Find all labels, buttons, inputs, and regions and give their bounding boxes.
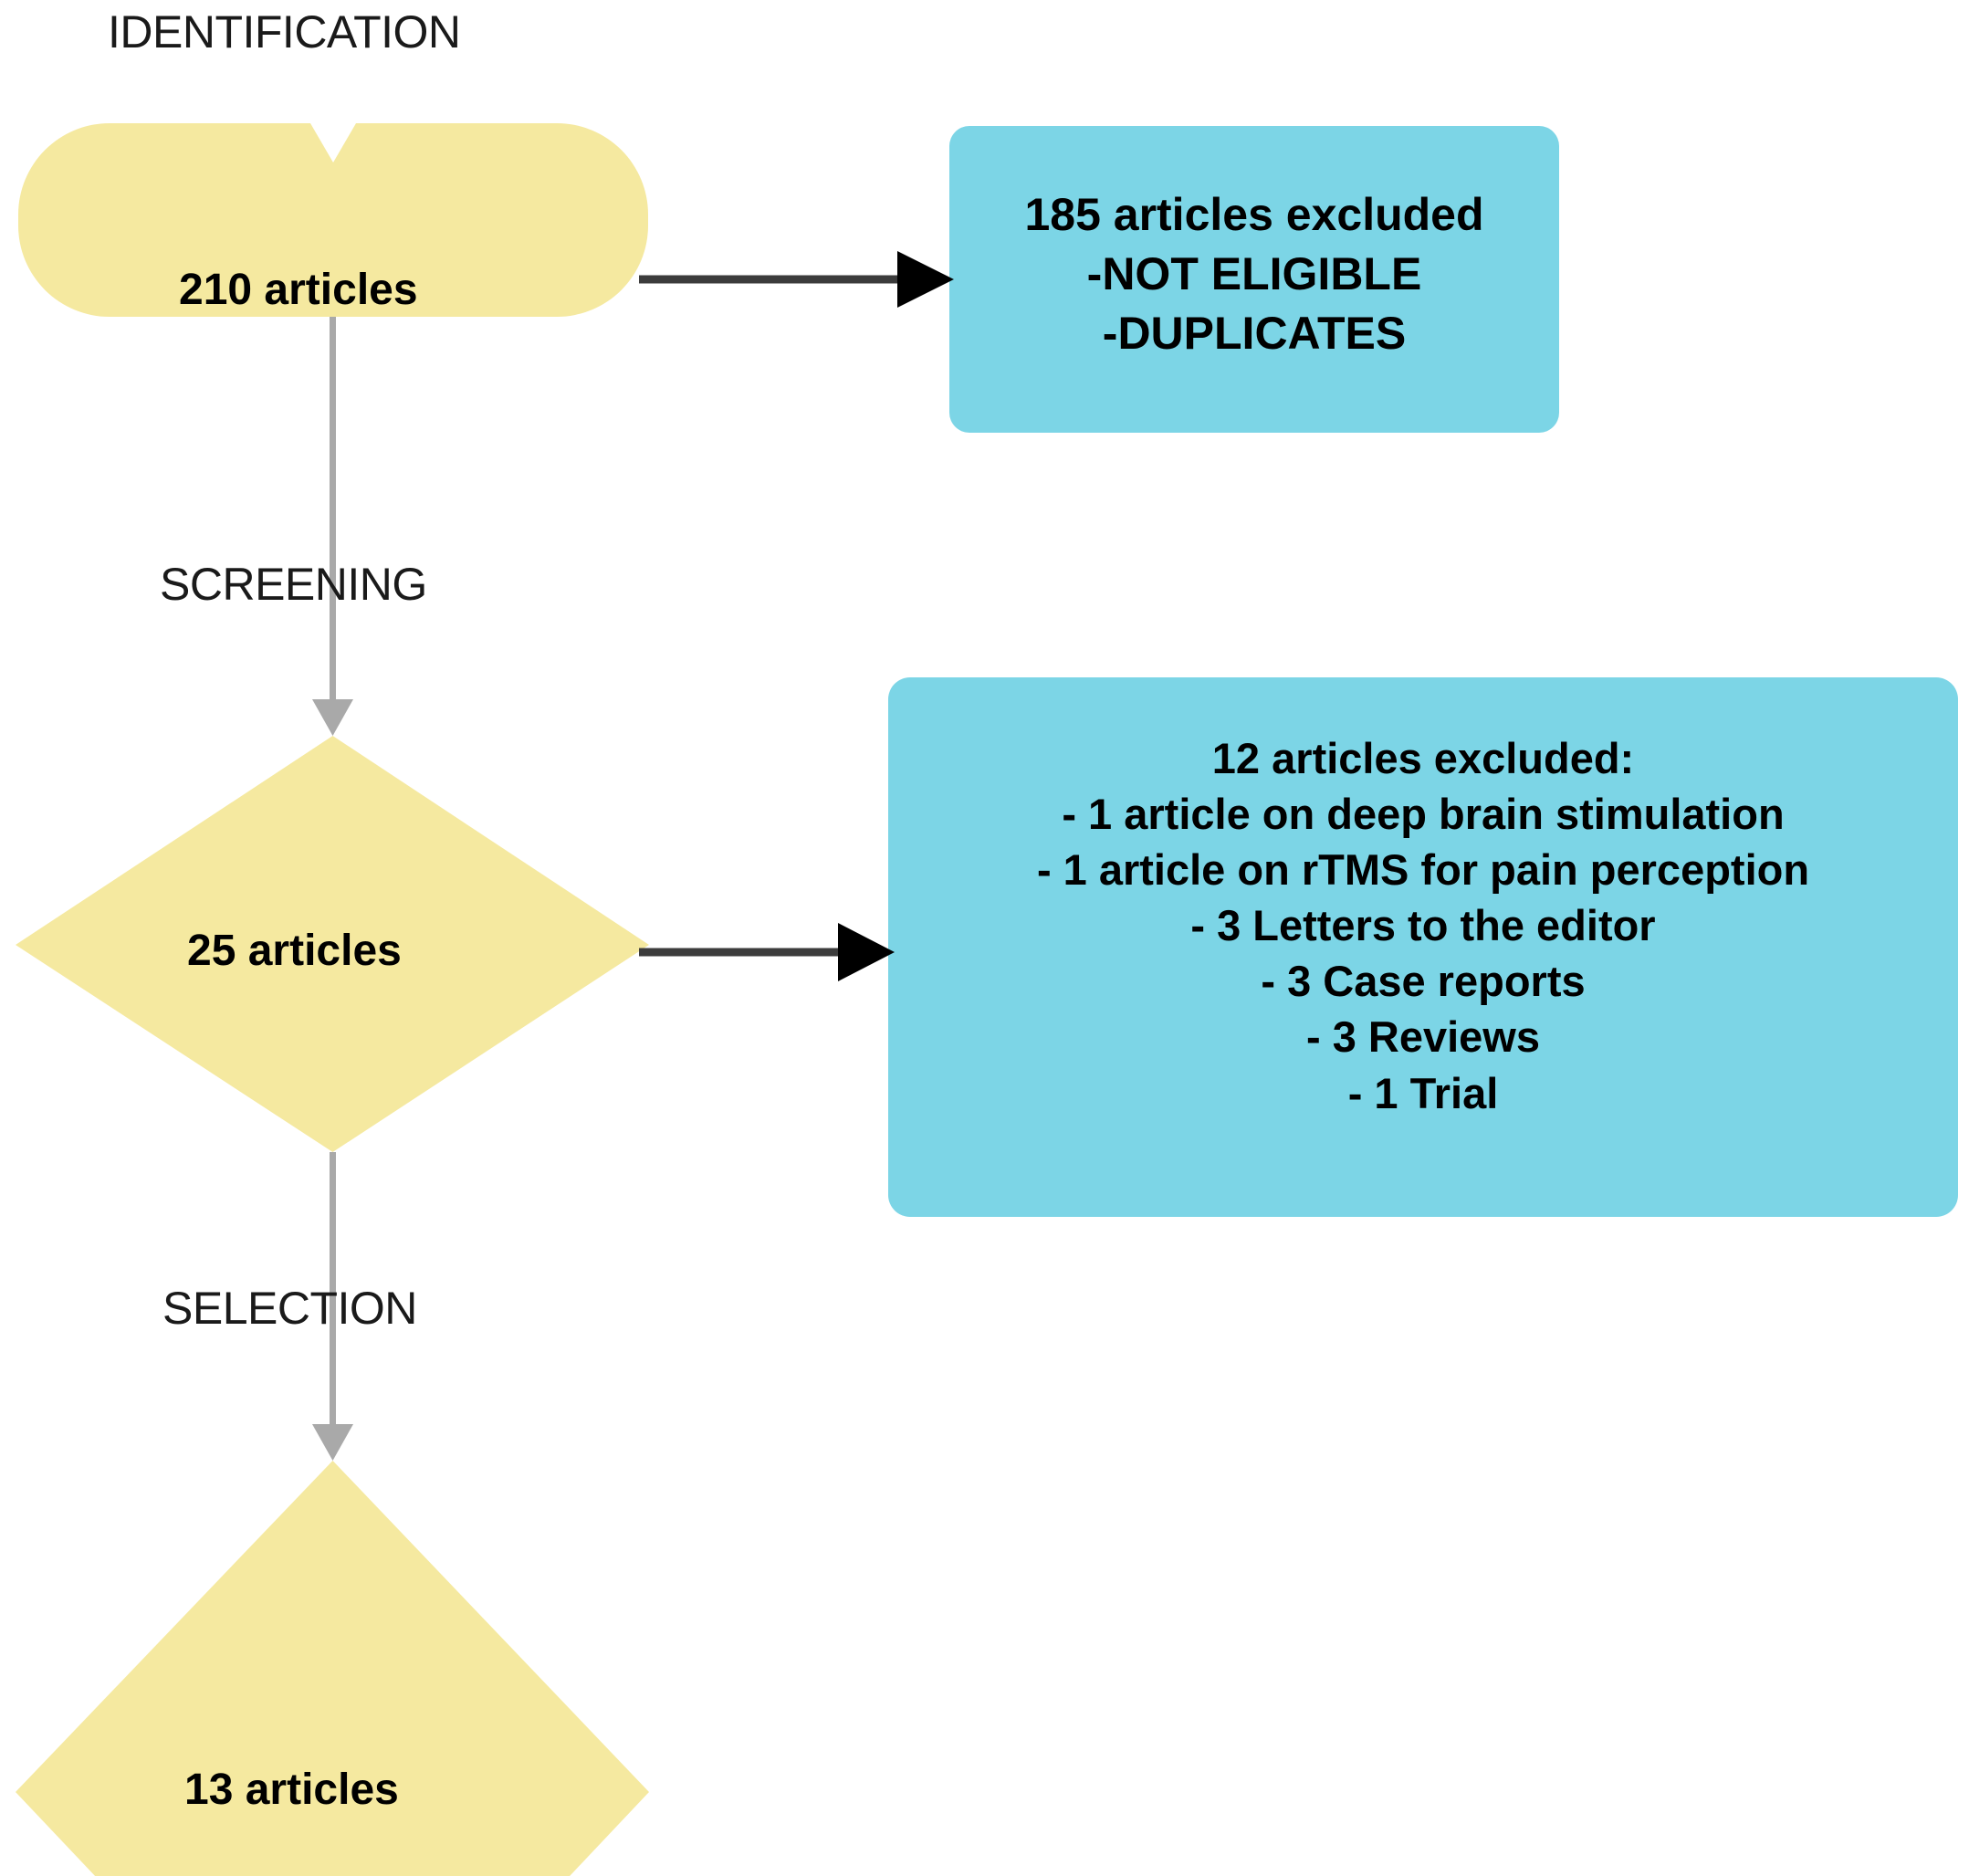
callout-excluded-screening-shape xyxy=(888,677,1958,1217)
connector-identified-to-screened-arrowhead-icon xyxy=(312,699,353,736)
node-identified-label: 210 articles xyxy=(179,266,418,314)
node-selected-shape xyxy=(16,1461,649,1876)
callout-excluded-identification-text: 185 articles excluded -NOT ELIGIBLE -DUP… xyxy=(949,185,1559,363)
callout-line: -DUPLICATES xyxy=(1102,308,1407,359)
node-identified-shape xyxy=(18,123,648,317)
node-screened-shape xyxy=(16,736,649,1152)
callout-line: - 3 Case reports xyxy=(1261,957,1586,1006)
callout-line: - 1 article on deep brain stimulation xyxy=(1062,790,1785,839)
connector-screened-to-selected-arrowhead-icon xyxy=(312,1424,353,1461)
callout-line: - 3 Letters to the editor xyxy=(1190,901,1656,950)
callout-line: - 1 article on rTMS for pain perception xyxy=(1036,845,1810,895)
callout-line: -NOT ELIGIBLE xyxy=(1086,248,1422,299)
node-screened-label: 25 articles xyxy=(187,927,402,975)
node-identified-notch-icon xyxy=(310,123,356,162)
stage-label-screening: SCREENING xyxy=(160,559,427,610)
callout-line: 185 articles excluded xyxy=(1024,189,1484,240)
stage-label-selection: SELECTION xyxy=(162,1283,417,1334)
connector-identified-to-excluded-arrowhead-icon xyxy=(897,251,954,308)
stage-label-identification: IDENTIFICATION xyxy=(108,6,461,58)
callout-excluded-screening-text: 12 articles excluded: - 1 article on dee… xyxy=(888,730,1958,1121)
callout-line: 12 articles excluded: xyxy=(1211,734,1635,782)
connector-screened-to-excluded-arrowhead-icon xyxy=(838,923,895,981)
node-selected-label: 13 articles xyxy=(184,1766,399,1814)
callout-excluded-identification-shape xyxy=(949,126,1559,433)
node-identified-notch-stem-icon xyxy=(330,123,335,138)
callout-line: - 3 Reviews xyxy=(1305,1012,1541,1062)
callout-line: - 1 Trial xyxy=(1347,1068,1499,1117)
